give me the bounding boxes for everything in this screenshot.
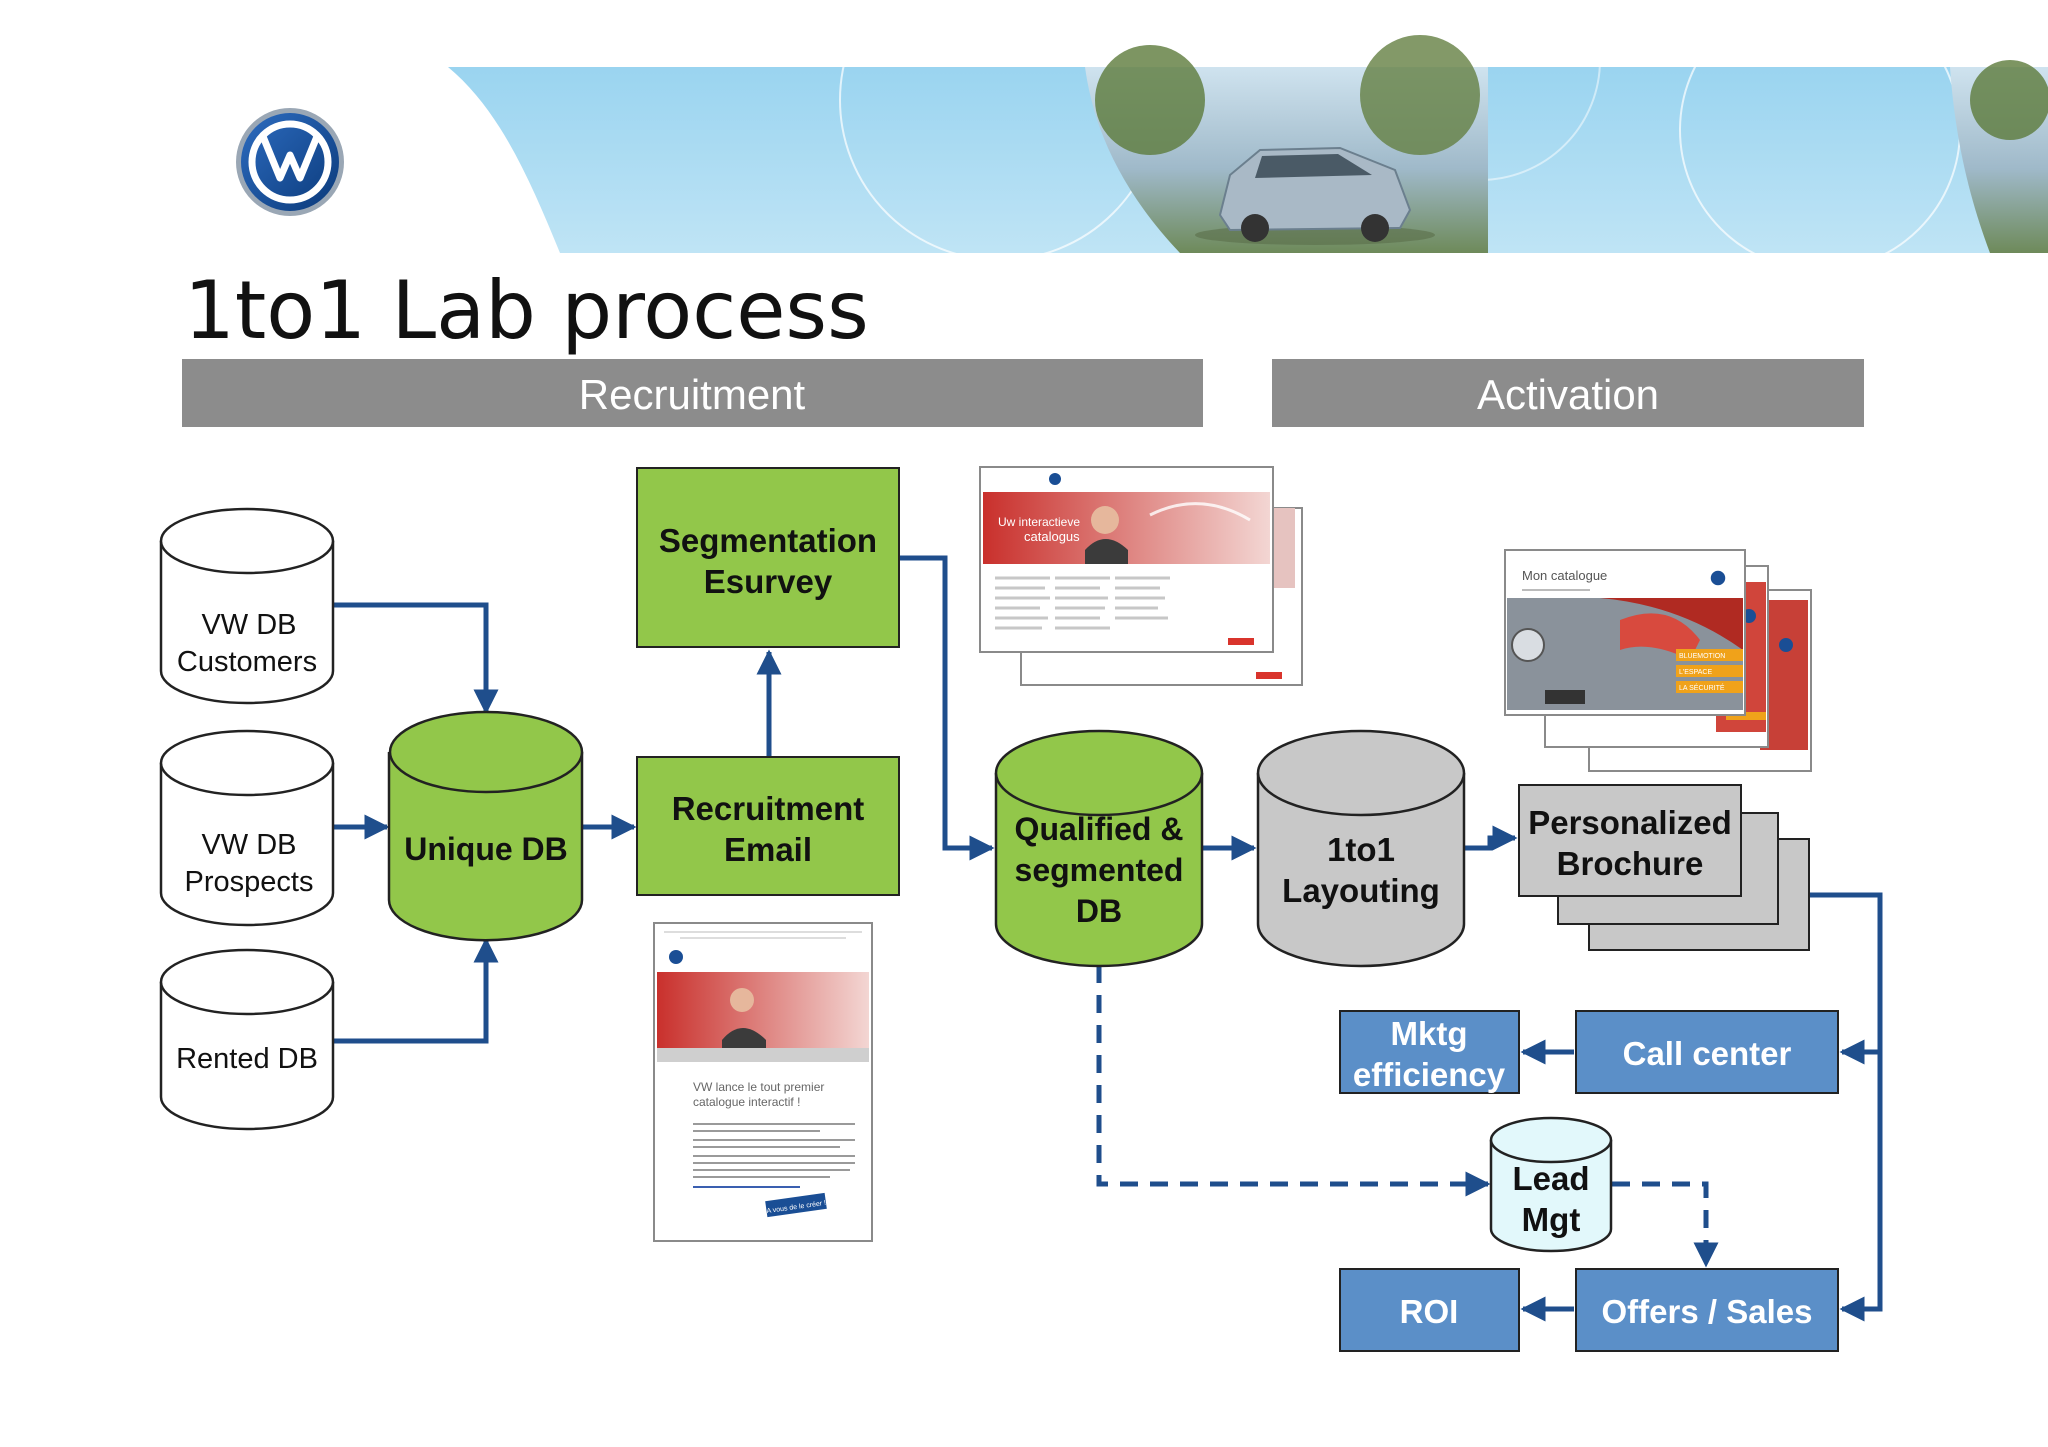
box-call-center: Call center	[1575, 1010, 1839, 1094]
box-offers-sales: Offers / Sales	[1575, 1268, 1839, 1352]
box-offers-label: Offers / Sales	[1602, 1293, 1813, 1330]
car-photo-partial	[1950, 60, 2048, 253]
db-prospects: VW DB Prospects	[159, 729, 335, 927]
header-banner	[448, 0, 2048, 271]
box-segmentation-line1: Segmentation	[659, 522, 877, 559]
box-email-line2: Email	[724, 831, 812, 868]
db-lead-line1: Lead	[1512, 1160, 1589, 1197]
box-brochure-line2: Brochure	[1557, 845, 1704, 882]
box-call-center-label: Call center	[1623, 1035, 1792, 1072]
arrow-rented-unique	[333, 937, 499, 1044]
box-roi-label: ROI	[1400, 1293, 1459, 1330]
db-layouting-line2: Layouting	[1282, 872, 1440, 909]
box-roi: ROI	[1339, 1268, 1520, 1352]
phase-activation-label: Activation	[1477, 371, 1659, 418]
email-heading-line1: VW lance le tout premier	[693, 1080, 824, 1094]
box-mktg-efficiency: Mktg efficiency	[1339, 1010, 1520, 1094]
db-lead-line2: Mgt	[1522, 1201, 1581, 1238]
vw-logo-icon	[236, 108, 344, 216]
page-title: 1to1 Lab process	[184, 264, 869, 357]
db-customers-line2: Customers	[177, 646, 317, 678]
survey-heading-line2: catalogus	[1024, 529, 1080, 544]
phase-recruitment-label: Recruitment	[579, 371, 806, 418]
db-rented: Rented DB	[159, 948, 335, 1131]
arrow-qualified-lead	[1096, 965, 1491, 1197]
catalogue-tag-3: LA SÉCURITÉ	[1679, 683, 1725, 692]
catalogue-tag-1: BLUEMOTION	[1679, 653, 1725, 660]
db-qualified-line3: DB	[1076, 893, 1122, 929]
box-segmentation: Segmentation Esurvey	[636, 467, 900, 648]
arrow-brochure-offers	[1810, 892, 1883, 1322]
dashed-connectors	[1096, 965, 1719, 1268]
arrow-layouting-brochure	[1465, 825, 1518, 851]
survey-heading-line1: Uw interactieve	[998, 515, 1080, 529]
db-unique-label: Unique DB	[404, 831, 568, 867]
db-layouting-line1: 1to1	[1327, 831, 1395, 868]
db-layouting: 1to1 Layouting	[1256, 729, 1466, 968]
catalogue-tag-2: L'ESPACE	[1679, 669, 1712, 676]
connectors	[333, 555, 1883, 1322]
phase-activation: Activation	[1272, 359, 1864, 427]
db-qualified-line1: Qualified &	[1015, 811, 1184, 847]
box-segmentation-line2: Esurvey	[704, 563, 833, 600]
db-prospects-line1: VW DB	[201, 829, 296, 861]
arrow-customers-unique	[333, 602, 499, 715]
catalogue-thumbnail: Mon catalogue BLUEMOTION L'ESPACE LA SÉC…	[1504, 549, 1812, 772]
email-thumbnail: VW lance le tout premier catalogue inter…	[653, 922, 873, 1242]
box-recruitment-email: Recruitment Email	[636, 756, 900, 896]
survey-thumbnail: Uw interactieve catalogus	[979, 466, 1303, 686]
box-email-line1: Recruitment	[672, 790, 865, 827]
db-unique: Unique DB	[387, 710, 584, 942]
db-qualified-line2: segmented	[1015, 852, 1184, 888]
phase-recruitment: Recruitment	[182, 359, 1203, 427]
email-heading-line2: catalogue interactif !	[693, 1095, 800, 1109]
box-mktg-line1: Mktg	[1391, 1015, 1468, 1052]
arrow-segmentation-qualified	[899, 555, 995, 861]
box-brochure-line1: Personalized	[1528, 804, 1732, 841]
db-qualified: Qualified & segmented DB	[994, 729, 1204, 968]
box-brochure: Personalized Brochure	[1518, 784, 1810, 951]
db-prospects-line2: Prospects	[185, 866, 314, 898]
arrow-lead-offers	[1612, 1181, 1719, 1268]
db-rented-label: Rented DB	[176, 1043, 318, 1075]
car-photo	[1085, 35, 1488, 253]
db-customers-line1: VW DB	[201, 609, 296, 641]
db-lead-mgt: Lead Mgt	[1489, 1116, 1613, 1253]
db-customers: VW DB Customers	[159, 507, 335, 705]
box-mktg-line2: efficiency	[1353, 1056, 1506, 1093]
catalogue-heading: Mon catalogue	[1522, 568, 1607, 583]
